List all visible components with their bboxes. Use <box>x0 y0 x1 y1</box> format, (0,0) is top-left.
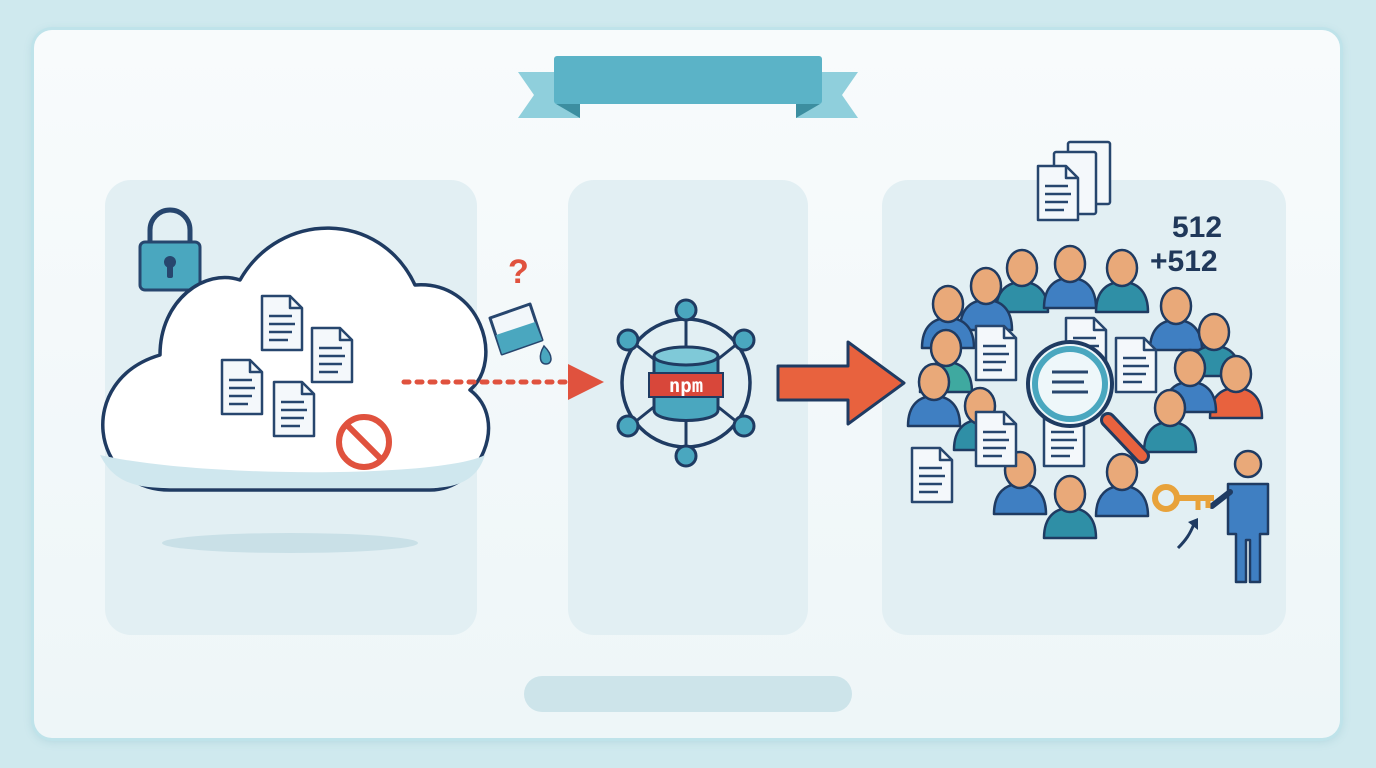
question-mark: ? <box>508 253 529 291</box>
key-icon <box>1152 484 1214 512</box>
magnifier-icon <box>1026 340 1150 464</box>
document-icon <box>1114 336 1158 394</box>
count-line-2: +512 <box>1150 245 1218 278</box>
exposure-arrow <box>776 340 906 426</box>
npm-network-icon <box>616 298 756 468</box>
document-icon <box>974 410 1018 468</box>
leaking-bucket-icon <box>488 302 552 365</box>
cloud-icon <box>100 226 491 492</box>
leak-arrow <box>401 364 604 400</box>
document-icon <box>910 446 954 504</box>
curved-arrow-icon <box>1176 523 1196 550</box>
npm-badge-text: npm <box>669 375 703 397</box>
lock-icon <box>138 207 202 292</box>
document-icon <box>260 294 304 352</box>
no-access-icon <box>336 414 392 470</box>
count-line-1: 512 <box>1172 211 1223 244</box>
title-ribbon <box>518 56 858 118</box>
document-icon <box>310 326 354 384</box>
curved-arrow-head <box>1188 518 1198 530</box>
key-holder-person-icon <box>1209 449 1270 584</box>
document-icon <box>974 324 1018 382</box>
cloud-shadow <box>162 533 418 553</box>
leaked-files-icon <box>1036 140 1112 222</box>
footer-bar <box>524 676 852 712</box>
document-icon <box>220 358 264 416</box>
document-icon <box>272 380 316 438</box>
